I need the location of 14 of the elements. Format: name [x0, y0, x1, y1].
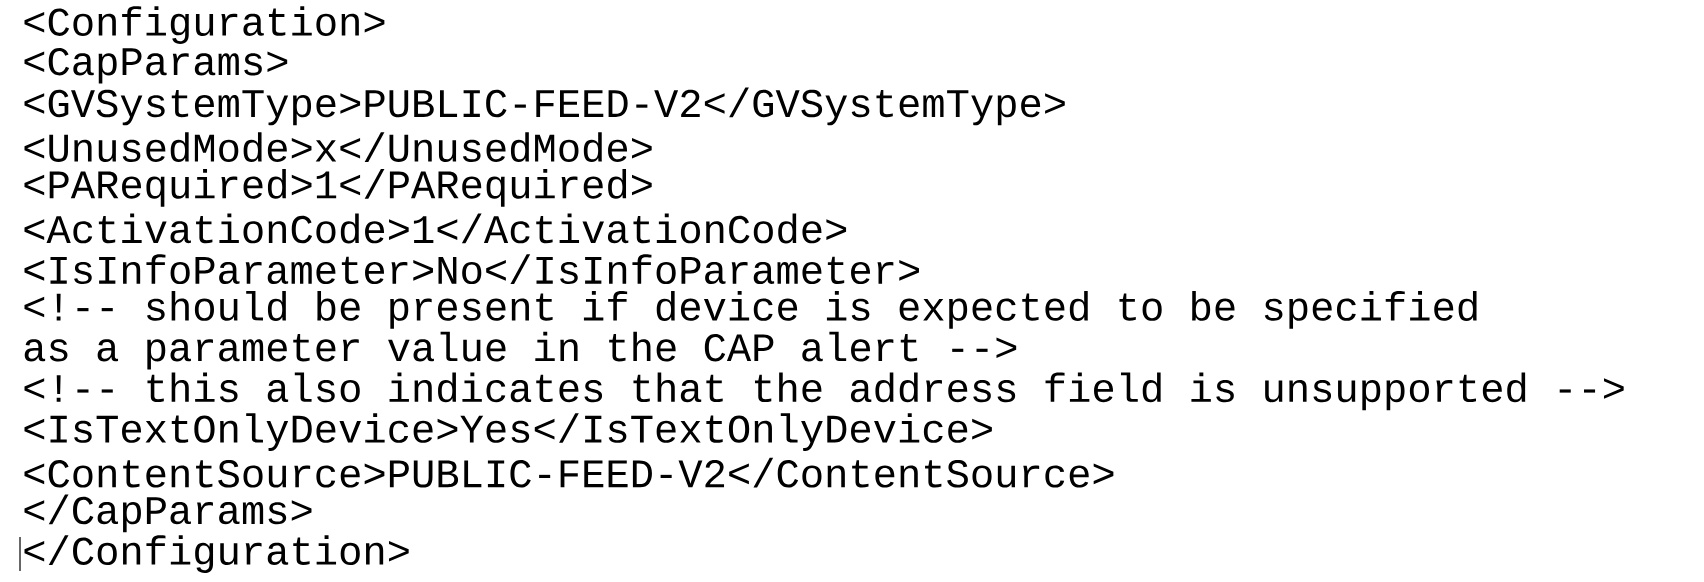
- code-line: <PARequired>1</PARequired>: [24, 168, 652, 207]
- code-line: <!-- should be present if device is expected to be specified: [24, 291, 1477, 329]
- code-line: <IsTextOnlyDevice>Yes</IsTextOnlyDevice>: [24, 413, 992, 451]
- code-line: <UnusedMode>x</UnusedMode>: [24, 132, 652, 163]
- code-line: </Configuration>: [24, 535, 409, 573]
- code-line: <ContentSource>PUBLIC-FEED-V2</ContentSource>: [24, 457, 1114, 488]
- code-line: <GVSystemType>PUBLIC-FEED-V2</GVSystemType>: [24, 87, 1065, 126]
- code-line: <CapParams>: [24, 47, 288, 84]
- code-line: <ActivationCode>1</ActivationCode>: [24, 213, 847, 244]
- code-line: <!-- this also indicates that the address field is unsupported -->: [24, 372, 1624, 411]
- code-line: </CapParams>: [24, 494, 312, 533]
- code-line: as a parameter value in the CAP alert -->: [24, 331, 1017, 370]
- code-line: <IsInfoParameter>No</IsInfoParameter>: [24, 254, 919, 285]
- code-line: <Configuration>: [24, 6, 385, 44]
